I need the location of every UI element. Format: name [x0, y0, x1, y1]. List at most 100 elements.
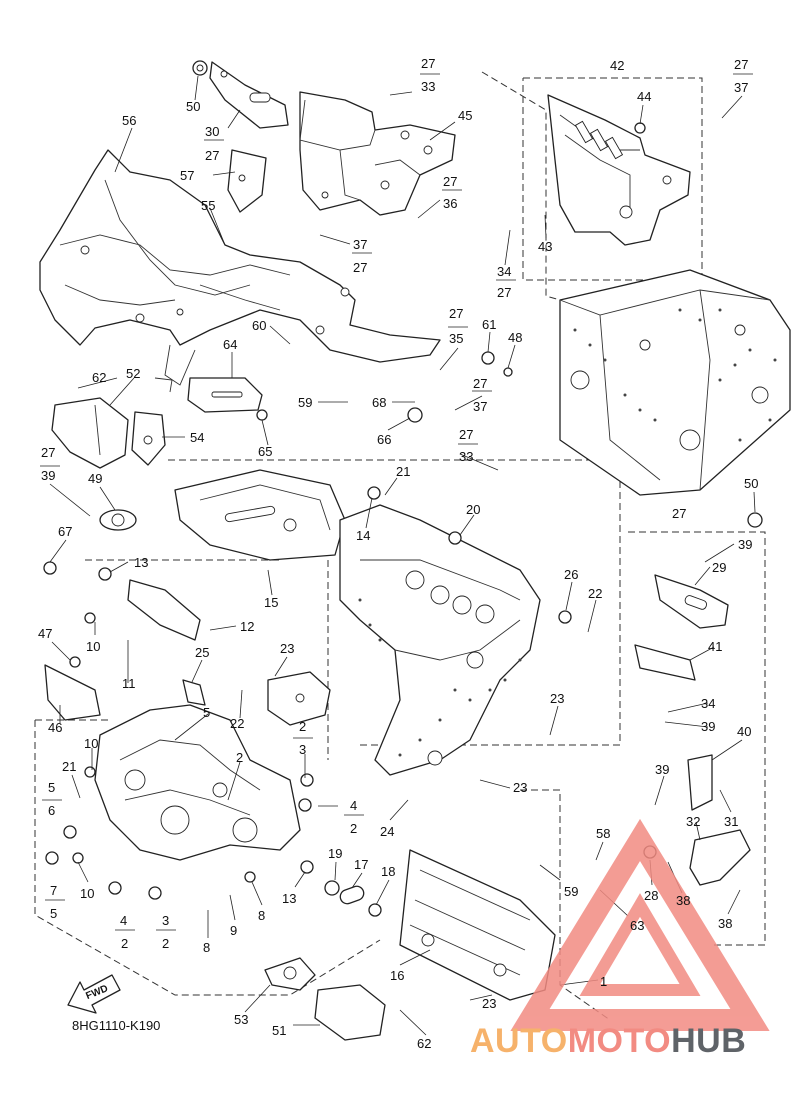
callout-20: 20 [466, 502, 480, 517]
callout-3: 3 [162, 913, 169, 928]
callout-2: 2 [299, 719, 306, 734]
callout-22: 22 [588, 586, 602, 601]
diagram-code: 8HG1110-K190 [72, 1018, 160, 1033]
callout-21: 21 [62, 759, 76, 774]
callout-17: 17 [354, 857, 368, 872]
callout-5: 5 [203, 705, 210, 720]
callout-21: 21 [396, 464, 410, 479]
callout-27: 27 [473, 376, 487, 391]
callout-26: 26 [564, 567, 578, 582]
callout-10: 10 [84, 736, 98, 751]
callout-39: 39 [41, 468, 55, 483]
watermark-part-1: AUTO [470, 1022, 568, 1060]
callout-38: 38 [718, 916, 732, 931]
callout-30: 30 [205, 124, 219, 139]
callout-2: 2 [350, 821, 357, 836]
callout-27: 27 [443, 174, 457, 189]
callout-27: 27 [353, 260, 367, 275]
callout-19: 19 [328, 846, 342, 861]
callout-43: 43 [538, 239, 552, 254]
callout-47: 47 [38, 626, 52, 641]
callout-23: 23 [513, 780, 527, 795]
callout-4: 4 [120, 913, 127, 928]
callout-29: 29 [712, 560, 726, 575]
callout-66: 66 [377, 432, 391, 447]
callout-45: 45 [458, 108, 472, 123]
callout-37: 37 [353, 237, 367, 252]
callout-68: 68 [372, 395, 386, 410]
callout-44: 44 [637, 89, 651, 104]
callout-24: 24 [380, 824, 394, 839]
callout-10: 10 [80, 886, 94, 901]
callout-25: 25 [195, 645, 209, 660]
callout-51: 51 [272, 1023, 286, 1038]
callout-7: 7 [50, 883, 57, 898]
callout-27: 27 [672, 506, 686, 521]
callout-9: 9 [230, 923, 237, 938]
upper-cowling-stay [39, 149, 441, 393]
callout-5: 5 [48, 780, 55, 795]
callout-41: 41 [708, 639, 722, 654]
callout-10: 10 [86, 639, 100, 654]
callout-1: 1 [600, 974, 607, 989]
lower-small-parts [264, 880, 386, 1041]
fasteners [45, 351, 572, 900]
callout-27: 27 [421, 56, 435, 71]
callout-labels: 56 50 30 27 57 55 27 33 45 27 36 37 27 4… [38, 56, 758, 1051]
callout-23: 23 [482, 996, 496, 1011]
callout-63: 63 [630, 918, 644, 933]
callout-39: 39 [655, 762, 669, 777]
callout-11: 11 [122, 676, 136, 691]
callout-49: 49 [88, 471, 102, 486]
leader-lines [49, 75, 756, 1036]
callout-27: 27 [205, 148, 219, 163]
callout-33: 33 [421, 79, 435, 94]
rear-frame-background [559, 269, 791, 496]
callout-36: 36 [443, 196, 457, 211]
callout-2: 2 [162, 936, 169, 951]
callout-13: 13 [134, 555, 148, 570]
callout-13: 13 [282, 891, 296, 906]
callout-37: 37 [473, 399, 487, 414]
callout-67: 67 [58, 524, 72, 539]
callout-52: 52 [126, 366, 140, 381]
callout-54: 54 [190, 430, 204, 445]
callout-33: 33 [459, 449, 473, 464]
watermark-brand: AUTOMOTOHUB [470, 1018, 800, 1064]
right-side-brackets [634, 512, 763, 886]
callout-50: 50 [186, 99, 200, 114]
watermark-part-3: HUB [671, 1022, 747, 1060]
callout-39: 39 [701, 719, 715, 734]
radiator-assembly [399, 849, 556, 1001]
callout-8: 8 [258, 908, 265, 923]
callout-16: 16 [390, 968, 404, 983]
callout-62: 62 [92, 370, 106, 385]
callout-38: 38 [676, 893, 690, 908]
callout-35: 35 [449, 331, 463, 346]
callout-14: 14 [356, 528, 370, 543]
callout-64: 64 [223, 337, 237, 352]
fwd-arrow: FWD [67, 974, 121, 1014]
callout-22: 22 [230, 716, 244, 731]
callout-18: 18 [381, 864, 395, 879]
callout-50: 50 [744, 476, 758, 491]
callout-27: 27 [497, 285, 511, 300]
callout-48: 48 [508, 330, 522, 345]
callout-61: 61 [482, 317, 496, 332]
callout-27: 27 [449, 306, 463, 321]
callout-60: 60 [252, 318, 266, 333]
callout-28: 28 [644, 888, 658, 903]
upper-left-brackets [43, 377, 263, 575]
meter-bracket [299, 91, 456, 216]
callout-15: 15 [264, 595, 278, 610]
callout-56: 56 [122, 113, 136, 128]
callout-27: 27 [459, 427, 473, 442]
rear-bracket-assembly [547, 94, 691, 246]
callout-57: 57 [180, 168, 194, 183]
callout-40: 40 [737, 724, 751, 739]
callout-23: 23 [550, 691, 564, 706]
watermark-logo-triangle [510, 818, 770, 1031]
callout-31: 31 [724, 814, 738, 829]
